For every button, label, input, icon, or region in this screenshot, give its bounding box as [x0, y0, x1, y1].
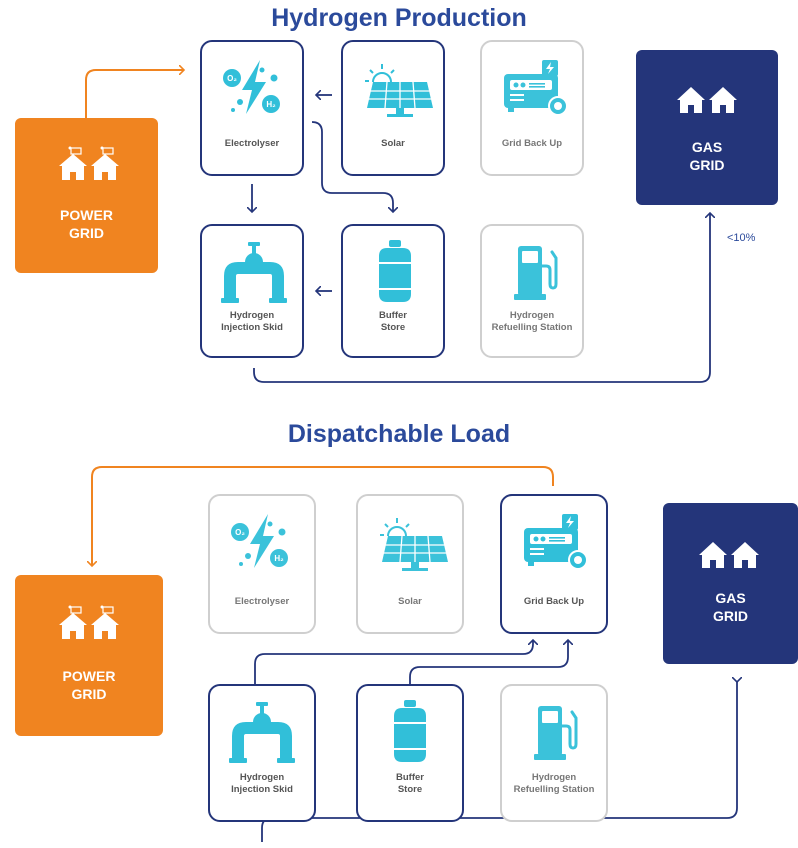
card-refuelling-station: Hydrogen Refuelling Station	[480, 224, 584, 358]
card-buffer-store: Buffer Store	[341, 224, 445, 358]
gas-grid-box: GAS GRID	[636, 50, 778, 205]
card-grid-backup-bottom: Grid Back Up	[500, 494, 608, 634]
card-grid-backup: Grid Back Up	[480, 40, 584, 176]
card-injection-skid: Hydrogen Injection Skid	[200, 224, 304, 358]
solar-label-bottom: Solar	[398, 596, 422, 607]
houses-icon	[699, 542, 759, 568]
solar-label: Solar	[381, 138, 405, 149]
card-electrolyser-bottom: O₂ H₂ Electrolyser	[208, 494, 316, 634]
power-grid-label-bottom: POWER GRID	[62, 668, 116, 702]
flow-skid-to-backup	[254, 640, 533, 684]
valve-pipe-icon	[229, 702, 295, 763]
section-title-hydrogen-production: Hydrogen Production	[271, 4, 527, 32]
valve-pipe-icon	[221, 242, 287, 303]
svg-text:H₂: H₂	[274, 554, 284, 563]
card-solar: Solar	[341, 40, 445, 176]
card-solar-bottom: Solar	[356, 494, 464, 634]
power-grid-label: POWER GRID	[60, 207, 113, 241]
grid-backup-label-bottom: Grid Back Up	[523, 596, 585, 607]
svg-text:O₂: O₂	[235, 528, 245, 537]
electrolyser-icon: O₂ H₂	[223, 60, 280, 114]
gas-share-label: <10%	[727, 232, 756, 244]
generator-icon	[504, 60, 568, 116]
injection-skid-label-bottom: Hydrogen Injection Skid	[231, 772, 293, 795]
fuel-pump-icon	[534, 706, 578, 760]
power-grid-box-bottom: POWER GRID	[15, 575, 163, 736]
injection-skid-label: Hydrogen Injection Skid	[221, 310, 283, 333]
gas-grid-label-bottom: GAS GRID	[713, 590, 748, 624]
buffer-store-label: Buffer Store	[379, 310, 407, 333]
electrolyser-label-bottom: Electrolyser	[234, 596, 290, 607]
gas-grid-box-bottom: GAS GRID	[663, 503, 798, 664]
solar-panel-icon	[380, 518, 448, 571]
electrolyser-label: Electrolyser	[224, 138, 280, 149]
flow-electrolyser-to-buffer	[311, 121, 393, 212]
card-refuelling-station-bottom: Hydrogen Refuelling Station	[500, 684, 608, 822]
flow-buffer-to-backup	[409, 640, 568, 684]
svg-text:O₂: O₂	[227, 74, 237, 83]
card-buffer-store-bottom: Buffer Store	[356, 684, 464, 822]
gas-cylinder-icon	[379, 240, 411, 302]
card-electrolyser: O₂ H₂ Electrolyser	[200, 40, 304, 176]
solar-panel-icon	[365, 64, 433, 117]
refuelling-station-label: Hydrogen Refuelling Station	[491, 310, 573, 333]
svg-text:H₂: H₂	[266, 100, 276, 109]
power-grid-box: POWER GRID	[15, 118, 158, 273]
generator-icon	[524, 514, 588, 570]
refuelling-station-label-bottom: Hydrogen Refuelling Station	[513, 772, 595, 795]
section-title-dispatchable-load: Dispatchable Load	[287, 420, 511, 448]
card-injection-skid-bottom: Hydrogen Injection Skid	[208, 684, 316, 822]
flow-power-to-electrolyser	[85, 70, 184, 118]
electrolyser-icon: O₂ H₂	[231, 514, 288, 568]
flow-skid-to-gas	[253, 213, 710, 383]
buffer-store-label-bottom: Buffer Store	[396, 772, 424, 795]
fuel-pump-icon	[514, 246, 558, 300]
gas-cylinder-icon	[394, 700, 426, 762]
gas-grid-label: GAS GRID	[689, 139, 725, 173]
flow-gas-to-skid	[261, 682, 737, 842]
flow-backup-to-power	[92, 466, 554, 566]
grid-backup-label: Grid Back Up	[501, 138, 563, 149]
houses-icon	[677, 87, 737, 113]
houses-solar-icon	[59, 605, 119, 639]
houses-solar-icon	[59, 146, 119, 180]
